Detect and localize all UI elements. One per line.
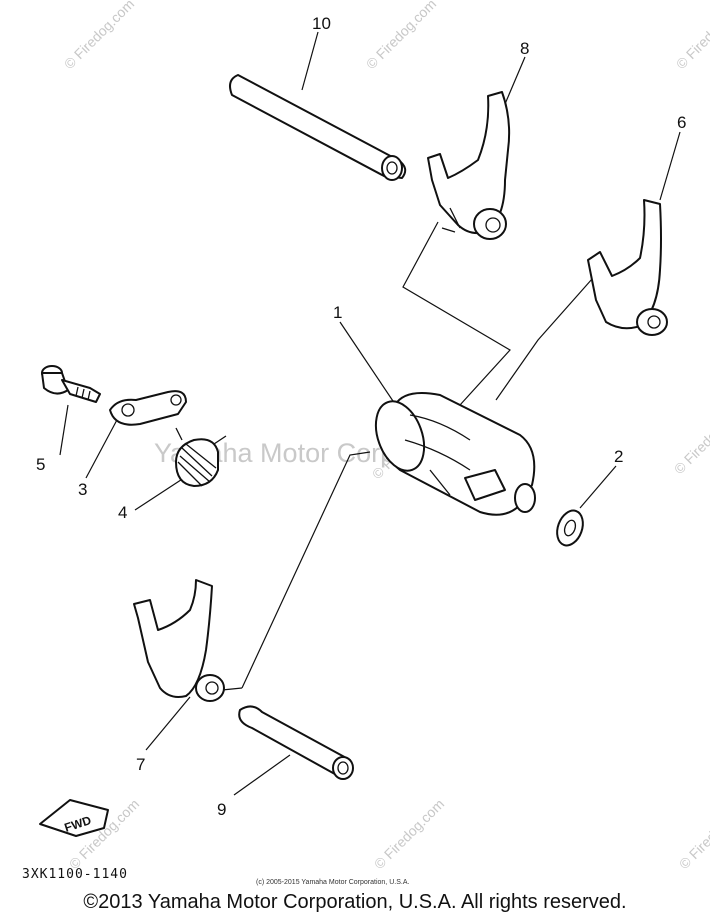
shift-fork-right — [587, 199, 668, 336]
callout-7: 7 — [136, 755, 145, 774]
callout-3: 3 — [78, 480, 87, 499]
stopper-lever — [109, 390, 187, 426]
callout-1: 1 — [333, 303, 342, 322]
callout-numbers: 10 8 6 1 2 5 3 4 7 9 — [36, 14, 686, 819]
washer — [556, 509, 584, 547]
bolt — [41, 365, 101, 403]
watermark-site: © Firedog.com — [61, 0, 137, 72]
drawing-code: 3XK1100-1140 — [22, 867, 128, 882]
guide-bar-lower — [238, 705, 354, 780]
watermark-site: © Firedog.com — [671, 401, 710, 477]
callout-8: 8 — [520, 39, 529, 58]
torsion-spring — [175, 427, 227, 487]
shift-fork-lower — [133, 579, 225, 702]
shift-fork-upper — [427, 91, 511, 240]
watermark-site: © Firedog.com — [676, 796, 710, 872]
watermark-site: © Firedog.com — [363, 0, 439, 72]
callout-9: 9 — [217, 800, 226, 819]
copyright-notice: ©2013 Yamaha Motor Corporation, U.S.A. A… — [83, 891, 627, 913]
callout-2: 2 — [614, 447, 623, 466]
fine-print: (c) 2005-2015 Yamaha Motor Corporation, … — [256, 879, 409, 886]
callout-5: 5 — [36, 455, 45, 474]
shift-cam — [374, 392, 536, 516]
callout-4: 4 — [118, 503, 127, 522]
callout-10: 10 — [312, 14, 331, 33]
guide-bar-upper — [229, 74, 407, 181]
fwd-arrow: FWD — [39, 799, 109, 837]
watermark-site: © Firedog.com — [371, 796, 447, 872]
watermark-site: © Firedog.com — [673, 0, 710, 72]
callout-6: 6 — [677, 113, 686, 132]
leader-lines — [59, 31, 681, 796]
